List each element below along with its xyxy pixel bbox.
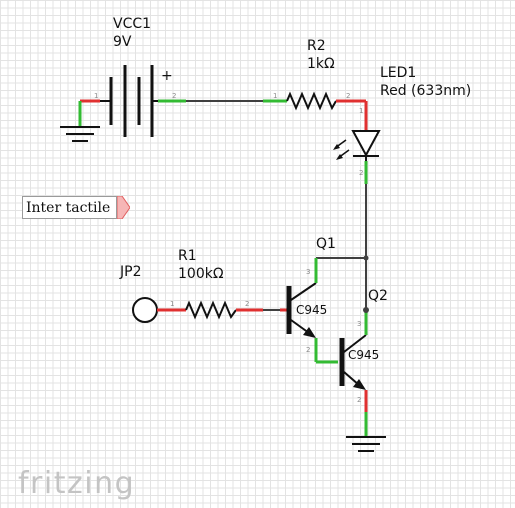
led-pin-1-number: 1 xyxy=(359,107,363,115)
jp2-name-label: JP2 xyxy=(119,264,141,280)
r1-value-label: 100kΩ xyxy=(178,266,224,282)
q1-part-label: C945 xyxy=(296,303,327,317)
q1-pin-2-number: 2 xyxy=(306,346,310,354)
junction-dot xyxy=(363,255,369,261)
q2-name-label: Q2 xyxy=(368,288,388,304)
ground-symbol-bottom xyxy=(346,436,386,452)
fritzing-logo: fritzing xyxy=(18,466,136,501)
ground-symbol-top xyxy=(60,115,100,142)
vcc1-value-label: 9V xyxy=(113,34,132,50)
r2-pin-1-number: 1 xyxy=(273,92,277,100)
r2-value-label: 1kΩ xyxy=(307,56,335,72)
battery-vcc1[interactable]: 1 2 + VCC1 9V xyxy=(78,16,186,137)
transistor-q1[interactable]: 3 2 Q1 C945 xyxy=(280,236,338,364)
q2-pin-3-number: 3 xyxy=(357,320,361,328)
resistor-r2[interactable]: 1 2 R2 1kΩ xyxy=(263,38,366,111)
battery-pin-1-number: 1 xyxy=(94,92,98,100)
q1-name-label: Q1 xyxy=(316,236,336,252)
r2-name-label: R2 xyxy=(307,38,326,54)
battery-polarity-plus: + xyxy=(161,68,173,84)
resistor-r1[interactable]: 1 2 R1 100kΩ xyxy=(157,248,263,320)
q2-part-label: C945 xyxy=(348,348,379,362)
r1-name-label: R1 xyxy=(178,248,197,264)
r2-pin-2-number: 2 xyxy=(346,92,350,100)
net-label-inter-tactile[interactable]: Inter tactile xyxy=(22,196,131,219)
q1-pin-3-number: 3 xyxy=(306,268,310,276)
led1-value-label: Red (633nm) xyxy=(380,83,471,99)
light-emission-arrows-icon xyxy=(333,139,350,160)
led1-name-label: LED1 xyxy=(380,65,416,81)
r1-pin-2-number: 2 xyxy=(245,300,249,308)
net-label-text: Inter tactile xyxy=(22,196,118,219)
battery-pin-2-number: 2 xyxy=(172,92,176,100)
led-pin-2-number: 2 xyxy=(359,169,363,177)
net-label-flag-icon xyxy=(117,196,131,219)
led-led1[interactable]: 1 2 LED1 Red (633nm) xyxy=(333,65,471,184)
connector-jp2[interactable]: JP2 xyxy=(119,264,158,323)
transistor-q2[interactable]: 3 2 Q2 C945 xyxy=(339,288,388,437)
r1-pin-1-number: 1 xyxy=(170,300,174,308)
vcc1-name-label: VCC1 xyxy=(113,16,151,32)
q2-pin-2-number: 2 xyxy=(357,396,361,404)
